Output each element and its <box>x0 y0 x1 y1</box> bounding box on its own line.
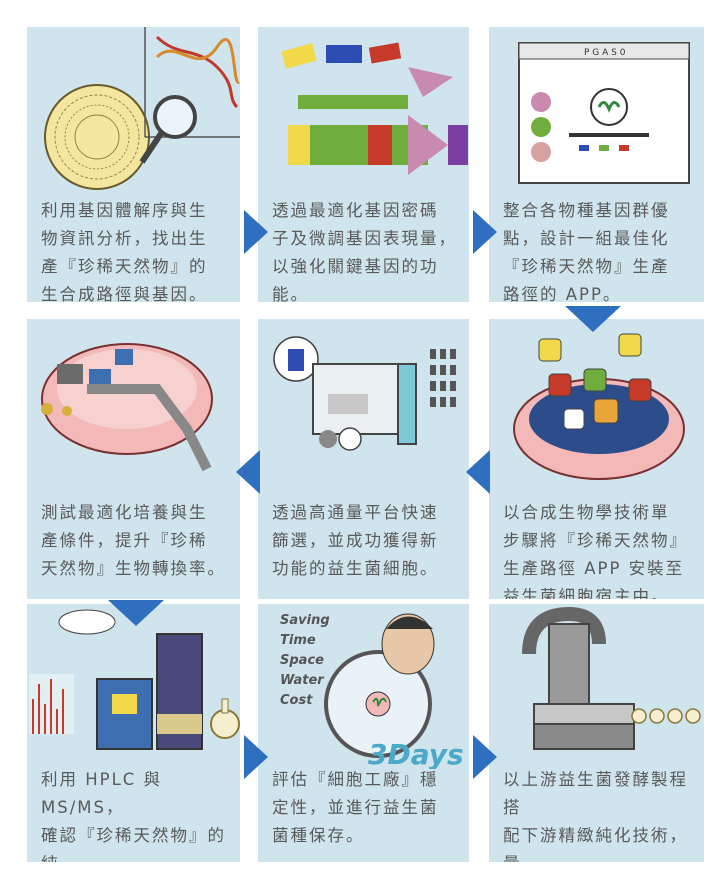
step-panel-8: Saving Time Space Water Cost 3Days 評估『細胞… <box>258 604 469 862</box>
flow-arrow-left-1 <box>466 450 490 494</box>
flow-arrow-right-2 <box>473 210 497 254</box>
step-panel-7: 利用 HPLC 與 MS/MS， 確認『珍稀天然物』的純 度、分子量及構型。 <box>27 604 240 862</box>
step-caption-3: 整合各物種基因群優 點，設計一組最佳化 『珍稀天然物』生產 路徑的 APP。 <box>503 201 670 302</box>
flow-arrow-right-4 <box>473 735 497 779</box>
cell-factory-stability-illustration: Saving Time Space Water Cost 3Days <box>280 613 464 769</box>
step-caption-8: 評估『細胞工廠』穩 定性，並進行益生菌 菌種保存。 <box>272 770 439 845</box>
hplc-msms-illustration <box>29 609 240 750</box>
step-caption-6: 測試最適化培養與生 產條件，提升『珍稀 天然物』生物轉換率。 <box>41 503 226 578</box>
water-label: Water <box>280 673 325 688</box>
step-caption-7: 利用 HPLC 與 MS/MS， 確認『珍稀天然物』的純 度、分子量及構型。 <box>41 770 226 862</box>
step-panel-5: 透過高通量平台快速 篩選，並成功獲得新 功能的益生菌細胞。 <box>258 319 469 599</box>
flow-arrow-right-3 <box>244 735 268 779</box>
step-caption-2: 透過最適化基因密碼 子及微調基因表現量， 以強化關鍵基因的功 能。 <box>272 201 457 302</box>
flow-arrow-left-2 <box>236 450 260 494</box>
step-panel-4: 以合成生物學技術單 步驟將『珍稀天然物』 生產路徑 APP 安裝至 益生菌細胞宿… <box>489 319 704 599</box>
step-panel-3: P G A S 0 整合各物種基因群優 點，設計一組最佳化 『珍稀天然物』生產 … <box>489 27 704 302</box>
fermentation-purification-illustration <box>522 606 701 750</box>
step-caption-4: 以合成生物學技術單 步驟將『珍稀天然物』 生產路徑 APP 安裝至 益生菌細胞宿… <box>503 503 688 599</box>
step-caption-1: 利用基因體解序與生 物資訊分析，找出生 產『珍稀天然物』的 生合成路徑與基因。 <box>41 201 208 302</box>
flow-arrow-right-1 <box>244 210 268 254</box>
step-panel-1: 利用基因體解序與生 物資訊分析，找出生 產『珍稀天然物』的 生合成路徑與基因。 <box>27 27 240 302</box>
space-label: Space <box>280 653 324 668</box>
step-panel-9: 以上游益生菌發酵製程搭 配下游精緻純化技術，量 產『珍稀天然物』。 <box>489 604 704 862</box>
step-caption-5: 透過高通量平台快速 篩選，並成功獲得新 功能的益生菌細胞。 <box>272 503 439 578</box>
step-panel-6: 測試最適化培養與生 產條件，提升『珍稀 天然物』生物轉換率。 <box>27 319 240 599</box>
flow-arrow-down-2 <box>108 600 164 626</box>
three-days-label: 3Days <box>368 738 464 769</box>
app-installation-illustration <box>513 333 685 480</box>
app-window-title: P G A S 0 <box>584 48 626 58</box>
step-panel-2: 透過最適化基因密碼 子及微調基因表現量， 以強化關鍵基因的功 能。 <box>258 27 469 302</box>
app-design-illustration: P G A S 0 <box>518 42 690 184</box>
flow-arrow-down-1 <box>565 306 621 332</box>
step-caption-9: 以上游益生菌發酵製程搭 配下游精緻純化技術，量 產『珍稀天然物』。 <box>503 770 688 862</box>
saving-label: Saving <box>280 613 330 628</box>
time-label: Time <box>280 633 316 648</box>
culture-optimization-illustration <box>41 343 213 472</box>
high-throughput-screening-illustration <box>273 336 456 451</box>
gene-codon-optimization-illustration <box>281 42 468 175</box>
genome-sequencing-illustration <box>44 27 240 190</box>
cost-label: Cost <box>280 693 313 708</box>
